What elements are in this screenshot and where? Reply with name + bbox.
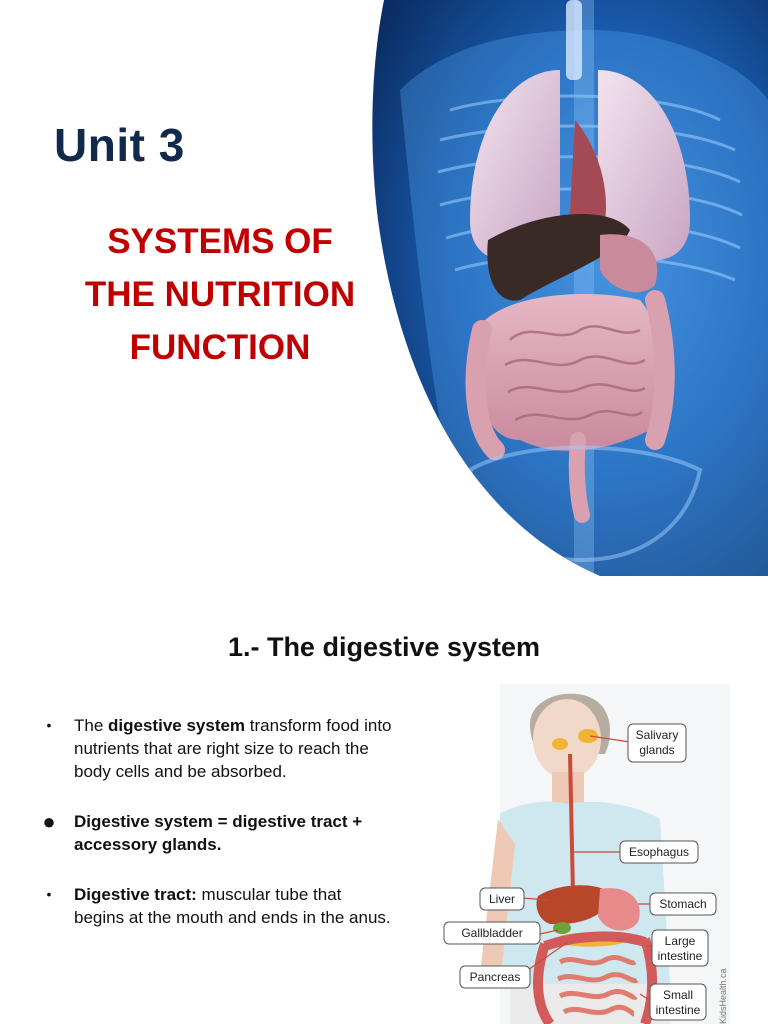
bullet-dot: • (46, 886, 52, 902)
bullet-item: • The digestive system transform food in… (42, 714, 392, 783)
bullet-text-post: muscular tube that begins at the mouth a… (74, 885, 391, 927)
section-title: 1.- The digestive system (227, 632, 541, 662)
unit-title: Unit 3 (54, 119, 185, 171)
label-text: Stomach (659, 897, 706, 911)
label-text: Pancreas (470, 970, 521, 984)
label-text: Liver (489, 892, 515, 906)
bullet-text-bold: Digestive tract: (74, 885, 197, 904)
title-slide: Unit 3 SYSTEMS OF THE NUTRITION FUNCTION (40, 0, 768, 576)
subtitle-line: THE NUTRITION (84, 275, 356, 314)
bullet-text-bold: Digestive system = digestive tract + acc… (74, 812, 363, 854)
digestive-system-slide: 1.- The digestive system • The digestive… (0, 576, 768, 1024)
label-salivary-glands: Salivary glands (627, 723, 687, 763)
label-text: intestine (656, 1003, 701, 1017)
label-large-intestine: Large intestine (651, 929, 709, 967)
slide-subtitle: SYSTEMS OF THE NUTRITION FUNCTION (40, 215, 400, 374)
bullet-text-pre: The (74, 716, 109, 735)
anatomy-illustration (372, 0, 768, 576)
bullet-dot: • (46, 717, 52, 733)
label-gallbladder: Gallbladder (443, 921, 541, 945)
bullet-item: • Digestive tract: muscular tube that be… (42, 883, 392, 929)
digestive-diagram: Salivary glands Esophagus Liver Stomach … (443, 684, 730, 1024)
label-text: Small (663, 988, 693, 1002)
label-text: Esophagus (629, 845, 689, 859)
bullet-text-post: transform food into nutrients that are r… (74, 716, 392, 781)
label-text: intestine (658, 949, 703, 963)
bullet-item: ● Digestive system = digestive tract + a… (42, 810, 392, 856)
label-pancreas: Pancreas (459, 965, 531, 989)
subtitle-line: FUNCTION (129, 328, 311, 367)
label-small-intestine: Small intestine (649, 983, 707, 1021)
label-stomach: Stomach (649, 892, 717, 916)
bullet-text-bold: digestive system (108, 716, 246, 735)
label-text: Gallbladder (461, 926, 522, 940)
bullet-list: • The digestive system transform food in… (42, 714, 392, 956)
label-text: Large (665, 934, 696, 948)
label-text: glands (639, 743, 674, 757)
label-text: Salivary (636, 728, 679, 742)
label-liver: Liver (479, 887, 525, 911)
subtitle-line: SYSTEMS OF (107, 222, 333, 261)
label-esophagus: Esophagus (619, 840, 699, 864)
bullet-dot: ● (42, 809, 56, 834)
image-credit: KidsHealth.ca (718, 968, 728, 1024)
